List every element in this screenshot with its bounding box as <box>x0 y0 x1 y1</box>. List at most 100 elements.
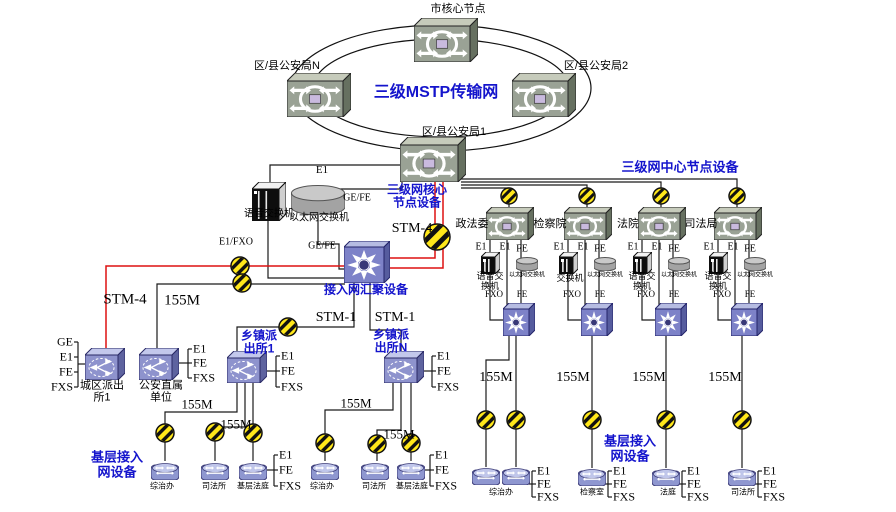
label-c1-zongzhiban: 综治办 <box>150 481 174 491</box>
gefe-lower-line <box>317 215 345 270</box>
bracket-col4-label-fe: FE <box>763 476 778 491</box>
label-col1-e1a: E1 <box>475 241 487 253</box>
label-col4-fe2: FE <box>744 288 756 299</box>
label-col3-e1b: E1 <box>651 241 663 253</box>
col4-fxo <box>717 274 731 321</box>
agg-switch-main-device <box>342 239 392 288</box>
label-col1-e1b: E1 <box>499 241 511 253</box>
bracket-col2 <box>605 470 612 498</box>
pbx-chengqu-device <box>83 346 127 385</box>
bracket-col4 <box>755 470 762 498</box>
label-jianchayuan: 检察院 <box>533 217 567 230</box>
router-c1-sifasuo-device <box>200 462 230 485</box>
label-chengqu-station: 城区派出 所1 <box>80 379 124 404</box>
e1-core-line <box>269 164 402 183</box>
label-col1-fxo: FXO <box>484 288 504 299</box>
optical-transceiver-icon <box>366 433 388 455</box>
mstp-district-1-device <box>398 135 468 187</box>
switch-col2-device <box>579 301 615 341</box>
optical-transceiver-icon <box>505 409 527 431</box>
stm4-red-b <box>382 180 444 269</box>
label-eth-switch-main: 以太网交换机 <box>289 212 349 224</box>
label-zhengfawei: 政法委 <box>455 217 489 230</box>
bracket-col3 <box>679 470 686 498</box>
bracket-gongan-label-fe: FE <box>193 355 208 370</box>
col1-fxo <box>489 274 503 321</box>
bracket-chengqu-label-e1: E1 <box>59 349 73 364</box>
label-col3-155m: 155M <box>632 370 666 386</box>
bracket-xiangn-label-fe: FE <box>437 363 452 378</box>
label-township-station-n: 乡镇派 出所N <box>372 327 410 355</box>
bracket-c1-label-fxs: FXS <box>279 478 302 493</box>
bracket-xiang1-label-fxs: FXS <box>281 379 304 394</box>
label-c2-jicengfating: 基层法庭 <box>396 481 428 491</box>
label-col2-155m: 155M <box>556 370 590 386</box>
label-col2-dev: 检察室 <box>580 487 604 497</box>
optical-transceiver-icon <box>499 186 519 206</box>
label-center-node-devices: 三级网中心节点设备 <box>621 159 739 175</box>
mstp-zhengfawei-device <box>484 205 536 245</box>
optical-transceiver-icon <box>231 272 253 294</box>
bracket-gongan-label-fxs: FXS <box>193 370 216 385</box>
label-district-bureau-1: 区/县公安局1 <box>421 125 487 138</box>
bracket-chengqu-label-fxs: FXS <box>50 379 73 394</box>
bracket-xiang1-label-fe: FE <box>281 363 296 378</box>
optical-transceiver-icon <box>277 316 299 338</box>
label-if-155m-left: 155M <box>164 292 200 309</box>
optical-transceiver-icon <box>422 222 452 252</box>
router-c2-zongzhiban-device <box>310 462 340 485</box>
bracket-xiang1-label-e1: E1 <box>281 348 295 363</box>
label-access-devices-left: 基层接入 网设备 <box>90 449 144 479</box>
switch-col4-device <box>729 301 765 341</box>
bracket-gongan-label-e1: E1 <box>193 341 207 356</box>
label-col2-eth: 以太网交换机 <box>586 272 624 279</box>
optical-transceiver-icon <box>242 422 264 444</box>
label-township-station-1: 乡镇派 出所1 <box>240 328 278 356</box>
optical-transceiver-icon <box>154 422 176 444</box>
label-col1-dev: 综治办 <box>489 487 513 497</box>
label-district-bureau-n: 区/县公安局N <box>254 59 320 72</box>
label-ring-title: 三级MSTP传输网 <box>373 84 499 102</box>
label-sifaju: 司法局 <box>684 217 718 230</box>
router-pair-a-device <box>471 467 501 490</box>
label-col4-e1a: E1 <box>703 241 715 253</box>
optical-transceiver-icon <box>314 432 336 454</box>
mstp-fayuan-device <box>636 205 688 245</box>
label-col4-e1b: E1 <box>727 241 739 253</box>
eth-col2-device <box>593 257 617 276</box>
pbx-gongan-device <box>137 346 181 385</box>
label-if-gefe-upper: GE/FE <box>343 192 371 204</box>
label-col1-fe: FE <box>516 243 528 255</box>
optical-transceiver-icon <box>731 409 753 431</box>
bracket-col4-label-fxs: FXS <box>763 489 786 504</box>
bracket-xiangn-label-fxs: FXS <box>437 379 460 394</box>
bracket-col2-label-e1: E1 <box>613 463 627 478</box>
eth-col4-device <box>743 257 767 276</box>
col3-fxo <box>641 274 655 321</box>
bracket-chengqu-label-fe: FE <box>58 364 73 379</box>
label-if-e1-core: E1 <box>315 163 329 176</box>
label-core-node-device: 三级网核心 节点设备 <box>386 182 448 210</box>
switch-col3-device <box>653 301 689 341</box>
label-col3-dev: 法庭 <box>660 487 676 497</box>
label-col2-e1a: E1 <box>553 241 565 253</box>
label-if-155m-c1b: 155M <box>220 416 252 432</box>
col1-down-a <box>485 336 510 467</box>
stm4-red-left <box>105 265 345 351</box>
router-c2-sifasuo-device <box>360 462 390 485</box>
bracket-pair <box>529 470 536 498</box>
mstp-city-core-device <box>412 16 480 67</box>
label-gongan-unit: 公安直属 单位 <box>139 379 183 404</box>
router-col2-device <box>577 468 607 491</box>
mstp-jianchayuan-device <box>562 205 614 245</box>
label-col4-voice: 语音交 换机 <box>704 270 732 291</box>
mstp-district-n-device <box>285 71 353 122</box>
label-col3-e1a: E1 <box>627 241 639 253</box>
switch-col1-device <box>501 301 537 341</box>
pbx-xiang1-device <box>225 349 269 388</box>
label-col4-fxo: FXO <box>712 288 732 299</box>
bracket-col2-label-fe: FE <box>613 476 628 491</box>
router-c1-jicengfating-device <box>238 462 268 485</box>
bracket-chengqu-label-ge: GE <box>57 334 73 349</box>
